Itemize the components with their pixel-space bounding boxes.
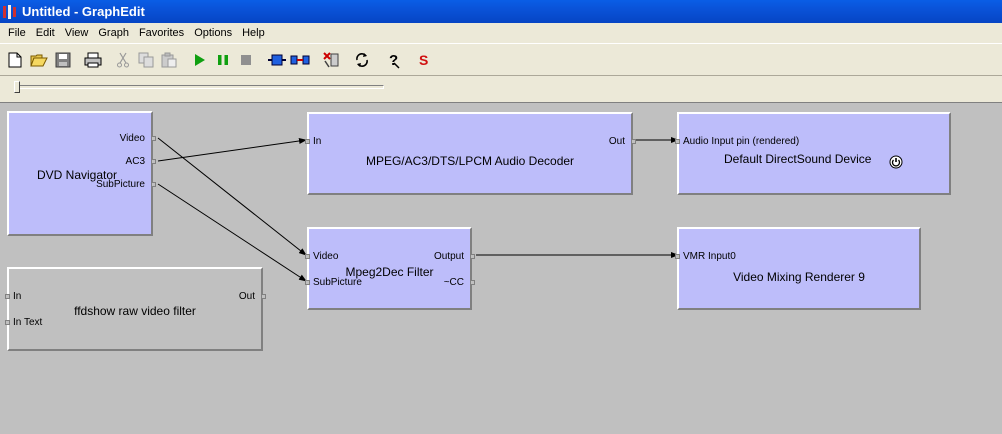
pin-label-in-text: In Text [13,317,43,328]
output-pin-video[interactable] [151,136,156,141]
menu-options[interactable]: Options [194,27,233,39]
pin-label-out: Out [608,136,625,147]
new-icon[interactable] [4,49,26,71]
filter-video-mixing-renderer[interactable]: Video Mixing Renderer 9 VMR Input0 [675,227,921,310]
graphedit-app-icon [2,4,18,20]
input-pin-in[interactable] [5,294,10,299]
insert-filter-icon[interactable] [266,49,288,71]
menu-bar: File Edit View Graph Favorites Options H… [0,23,1002,43]
window-title: Untitled - GraphEdit [22,4,145,19]
menu-help[interactable]: Help [242,27,265,39]
pin-label-vmr-input: VMR Input0 [683,251,736,262]
sync-icon[interactable]: S [413,49,435,71]
output-pin-cc[interactable] [470,280,475,285]
pin-label-in: In [13,291,22,302]
help-icon[interactable]: ? [382,49,404,71]
menu-graph[interactable]: Graph [98,27,129,39]
render-url-icon[interactable] [320,49,342,71]
input-pin-subpicture[interactable] [305,280,310,285]
filter-name: MPEG/AC3/DTS/LPCM Audio Decoder [365,154,575,168]
seek-bar [0,76,1002,103]
save-icon[interactable] [52,49,74,71]
pin-label-out: Out [238,291,255,302]
cut-icon[interactable] [112,49,134,71]
open-icon[interactable] [28,49,50,71]
menu-edit[interactable]: Edit [35,27,55,39]
pin-label-in: In [313,136,322,147]
output-pin-subpicture[interactable] [151,182,156,187]
connection-subpicture-to-mpeg2-subpicture [157,183,307,282]
filter-dvd-navigator[interactable]: DVD Navigator Video AC3 SubPicture [7,111,156,236]
paste-icon[interactable] [158,49,180,71]
seek-slider-track[interactable] [14,85,384,89]
reference-clock-icon [889,155,903,169]
pin-label-subpicture: SubPicture [96,179,145,190]
svg-text:?: ? [389,52,398,69]
filter-audio-decoder[interactable]: MPEG/AC3/DTS/LPCM Audio Decoder In Out [305,112,636,195]
filter-directsound-device[interactable]: Default DirectSound Device Audio Input p… [675,112,951,195]
pin-label-audio-input: Audio Input pin (rendered) [683,136,800,147]
pin-label-video: Video [119,133,145,144]
pin-connections [157,137,679,282]
copy-icon[interactable] [135,49,157,71]
output-pin-out[interactable] [631,139,636,144]
toolbar: ? S [0,43,1002,76]
render-pin-icon[interactable] [289,49,311,71]
output-pin-ac3[interactable] [151,159,156,164]
input-pin-audio[interactable] [675,139,680,144]
pin-label-cc: ~CC [443,277,464,288]
connection-ac3-to-audio-in [157,138,307,162]
input-pin-in-text[interactable] [5,320,10,325]
filter-name: ffdshow raw video filter [74,304,196,318]
filter-mpeg2dec[interactable]: Mpeg2Dec Filter Video SubPicture Output … [305,227,475,310]
filter-name: Default DirectSound Device [724,152,872,166]
play-icon[interactable] [189,49,211,71]
title-bar[interactable]: Untitled - GraphEdit [0,0,1002,23]
seek-slider-thumb[interactable] [14,81,20,93]
pin-label-subpicture: SubPicture [313,277,362,288]
stop-icon[interactable] [235,49,257,71]
pin-label-output: Output [433,251,464,262]
menu-file[interactable]: File [8,27,26,39]
pin-label-ac3: AC3 [125,156,145,167]
pin-label-video: Video [313,251,339,262]
filter-name: Video Mixing Renderer 9 [733,270,865,284]
menu-view[interactable]: View [64,27,89,39]
input-pin-video[interactable] [305,254,310,259]
svg-text:S: S [419,52,428,68]
filter-ffdshow[interactable]: ffdshow raw video filter In In Text Out [5,267,266,351]
menu-favorites[interactable]: Favorites [138,27,185,39]
filter-name: DVD Navigator [37,168,118,182]
filter-graph-canvas[interactable]: DVD Navigator Video AC3 SubPicture MPEG/… [0,104,1002,434]
output-pin-output[interactable] [470,254,475,259]
filter-name: Mpeg2Dec Filter [345,265,434,279]
connection-video-to-mpeg2-video [157,137,307,256]
input-pin-in[interactable] [305,139,310,144]
print-icon[interactable] [82,49,104,71]
output-pin-out[interactable] [261,294,266,299]
input-pin-vmr[interactable] [675,254,680,259]
pause-icon[interactable] [212,49,234,71]
refresh-icon[interactable] [351,49,373,71]
